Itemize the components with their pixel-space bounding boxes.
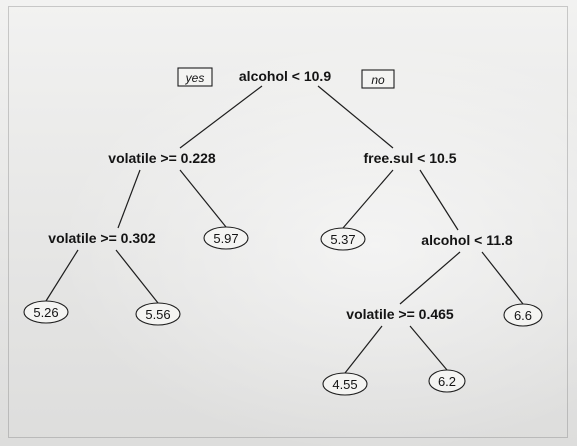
edge-n_alc_118-to-n_vol_465 <box>399 251 461 305</box>
leaf-value-455: 4.55 <box>332 377 357 392</box>
no-tag: no <box>361 69 395 89</box>
edge-n_vol_465-to-leaf_455 <box>344 325 383 374</box>
leaf-value-66: 6.6 <box>514 308 532 323</box>
edge-n_freesul-to-leaf_537 <box>342 169 394 229</box>
leaf-value-597: 5.97 <box>213 231 238 246</box>
leaf-value-556: 5.56 <box>145 307 170 322</box>
yes-tag: yes <box>177 67 213 87</box>
edge-n_freesul-to-n_alc_118 <box>419 169 459 231</box>
leaf-node-526: 5.26 <box>23 300 69 324</box>
split-node-root: alcohol < 10.9 <box>239 68 331 84</box>
edge-root-to-n_vol_228 <box>179 85 263 149</box>
split-node-volatile-0465: volatile >= 0.465 <box>346 306 454 322</box>
yes-tag-label: yes <box>185 71 205 85</box>
edge-n_vol_302-to-leaf_526 <box>45 249 79 302</box>
no-tag-label: no <box>371 73 385 87</box>
edge-n_vol_465-to-leaf_62 <box>409 325 448 371</box>
edge-n_vol_228-to-n_vol_302 <box>117 169 141 229</box>
page-border <box>8 6 568 438</box>
leaf-node-66: 6.6 <box>503 303 543 327</box>
leaf-value-62: 6.2 <box>438 374 456 389</box>
split-node-free-sul: free.sul < 10.5 <box>363 150 456 166</box>
leaf-node-597: 5.97 <box>203 226 249 250</box>
split-node-volatile-0228: volatile >= 0.228 <box>108 150 216 166</box>
leaf-value-537: 5.37 <box>330 232 355 247</box>
edge-n_vol_302-to-leaf_556 <box>115 249 159 304</box>
edge-root-to-n_freesul <box>317 85 394 149</box>
leaf-node-455: 4.55 <box>322 372 368 396</box>
edge-n_alc_118-to-leaf_66 <box>481 251 524 305</box>
split-node-alcohol-118: alcohol < 11.8 <box>421 232 513 248</box>
edge-n_vol_228-to-leaf_597 <box>179 169 227 228</box>
leaf-value-526: 5.26 <box>33 305 58 320</box>
leaf-node-62: 6.2 <box>428 369 466 393</box>
leaf-node-556: 5.56 <box>135 302 181 326</box>
leaf-node-537: 5.37 <box>320 227 366 251</box>
split-node-volatile-0302: volatile >= 0.302 <box>48 230 156 246</box>
tree-edges <box>45 85 524 374</box>
